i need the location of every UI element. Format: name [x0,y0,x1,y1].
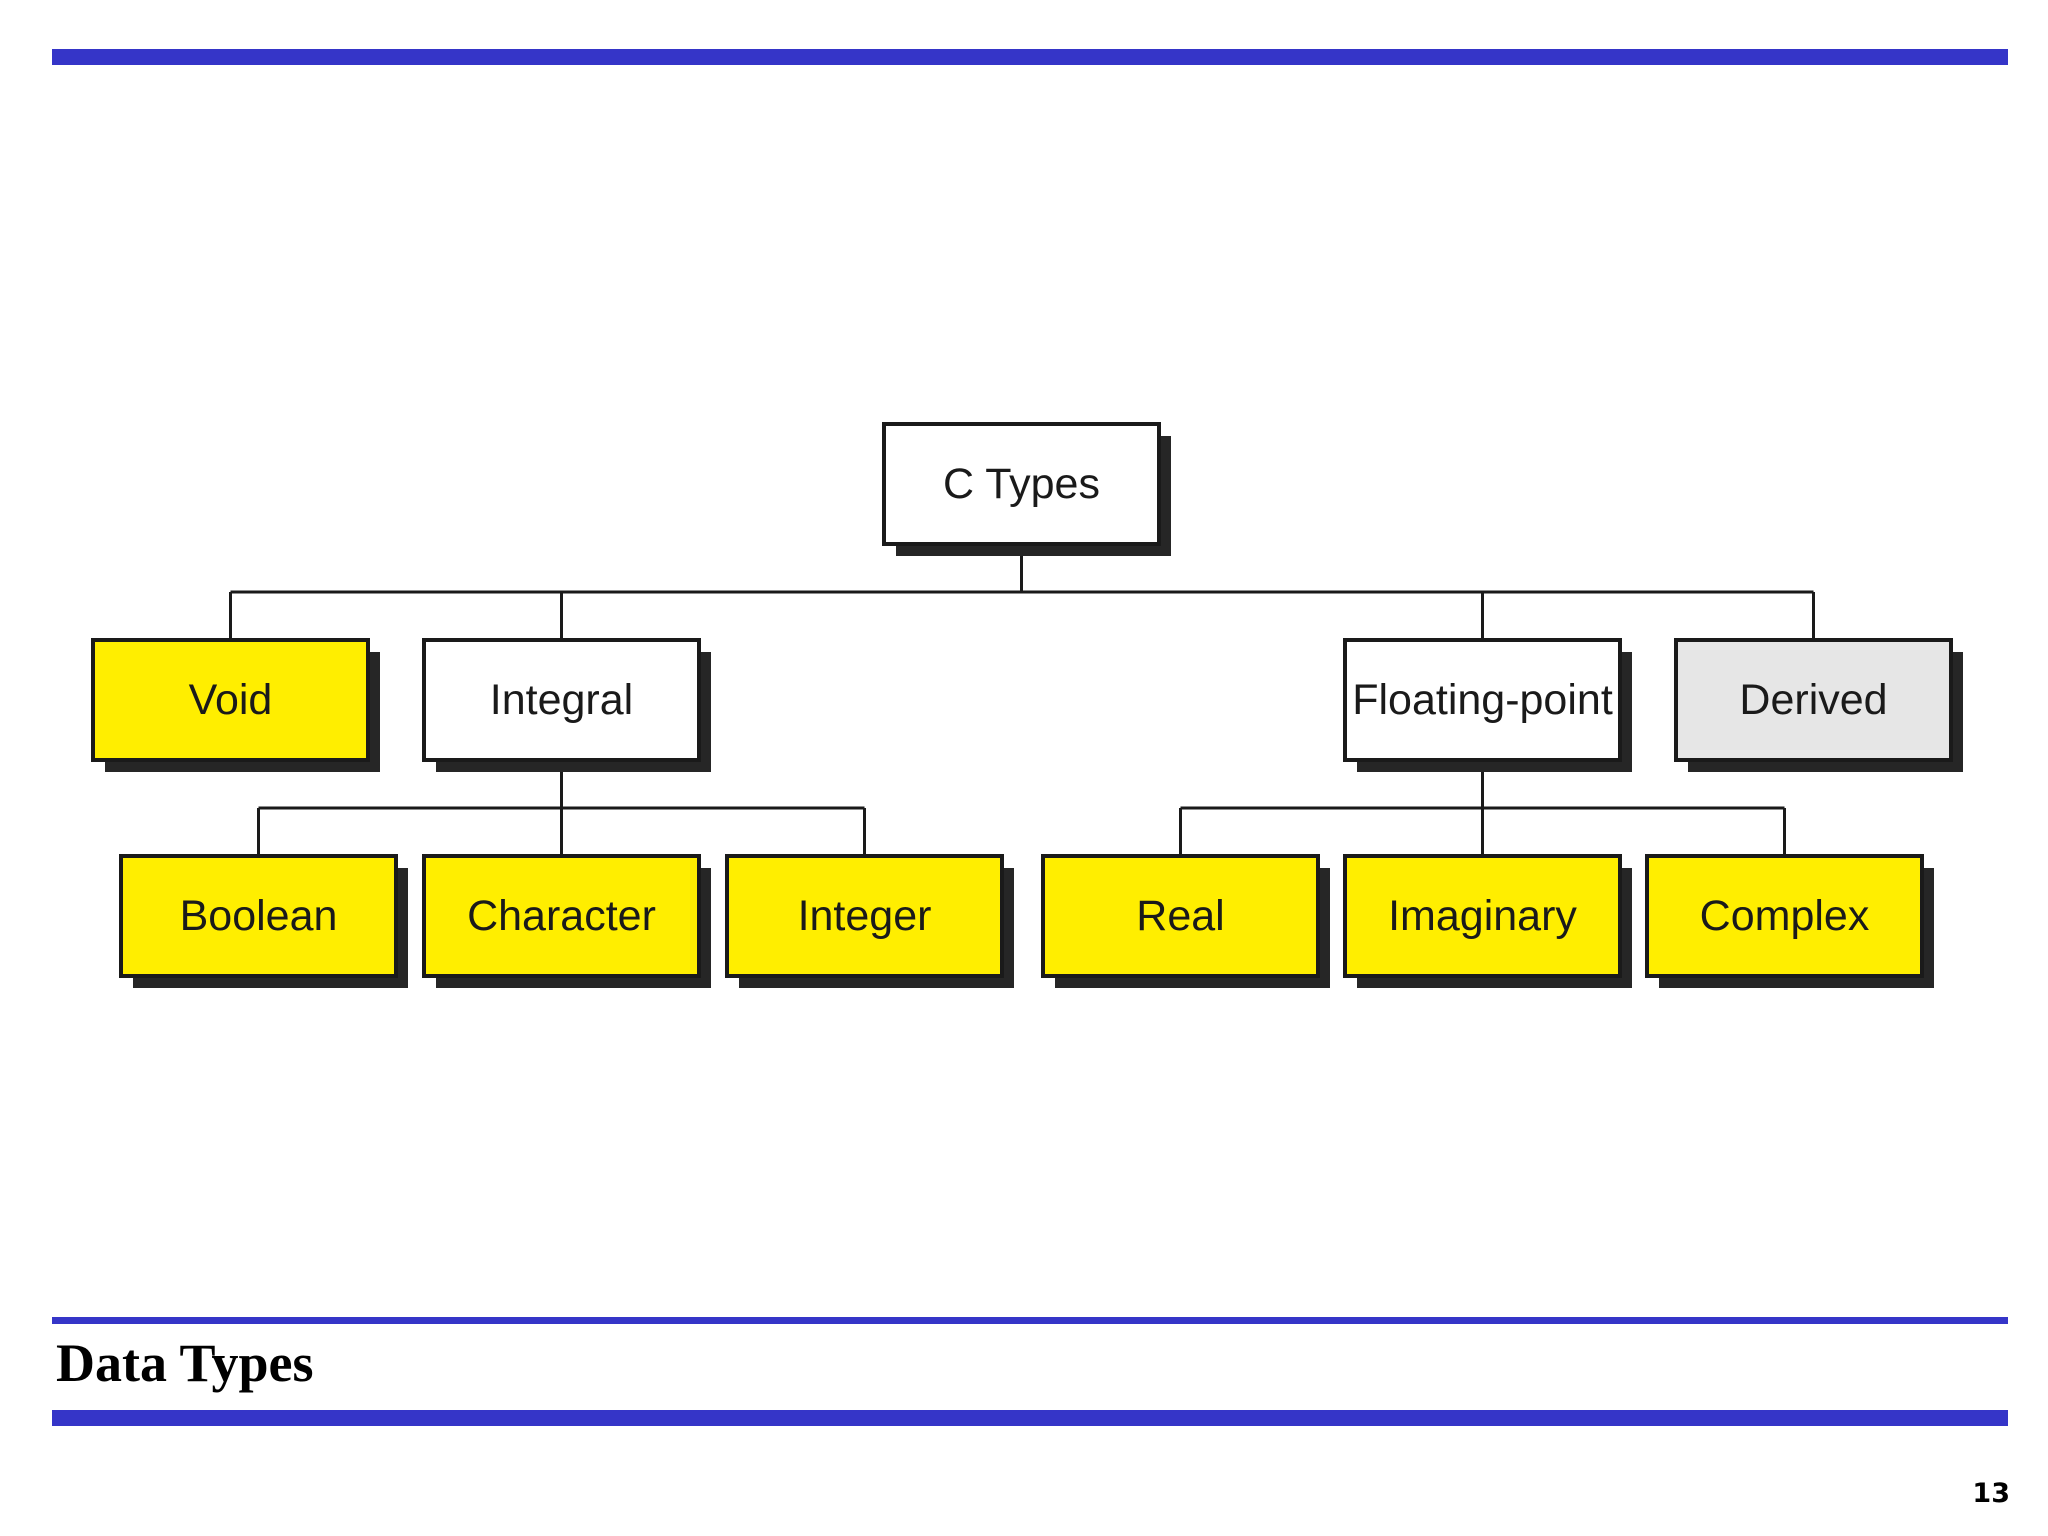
c-types-node-box [882,422,1161,546]
void-node-label: Void [189,676,273,724]
imaginary-node: Imaginary [1343,854,1632,988]
boolean-node-box [119,854,398,978]
integral-node: Integral [422,638,711,772]
integer-node: Integer [725,854,1014,988]
boolean-node: Boolean [119,854,408,988]
complex-node-label: Complex [1700,892,1870,940]
integer-node-box [725,854,1004,978]
imaginary-node-box [1343,854,1622,978]
boolean-node-label: Boolean [180,892,338,940]
title-rule-lower [52,1410,2008,1426]
void-node: Void [91,638,380,772]
character-node-box [422,854,701,978]
derived-node: Derived [1674,638,1963,772]
slide-title: Data Types [56,1333,314,1393]
c-types-node: C Types [882,422,1171,556]
floating-point-node-label: Floating-point [1352,676,1613,724]
void-node-box [91,638,370,762]
derived-node-box [1674,638,1953,762]
character-node: Character [422,854,711,988]
integral-node-label: Integral [490,676,633,724]
real-node: Real [1041,854,1330,988]
integer-node-label: Integer [798,892,932,940]
character-node-label: Character [467,892,656,940]
floating-point-node-box [1343,638,1622,762]
c-types-node-label: C Types [943,460,1100,508]
page-number: 13 [1972,1478,2010,1509]
real-node-box [1041,854,1320,978]
complex-node: Complex [1645,854,1934,988]
complex-node-box [1645,854,1924,978]
title-rule-upper [52,1317,2008,1324]
integral-node-box [422,638,701,762]
derived-node-label: Derived [1739,676,1887,724]
connector-lines [229,544,1815,856]
real-node-label: Real [1136,892,1224,940]
floating-point-node: Floating-point [1343,638,1632,772]
imaginary-node-label: Imaginary [1388,892,1577,940]
top-rule [52,49,2008,65]
